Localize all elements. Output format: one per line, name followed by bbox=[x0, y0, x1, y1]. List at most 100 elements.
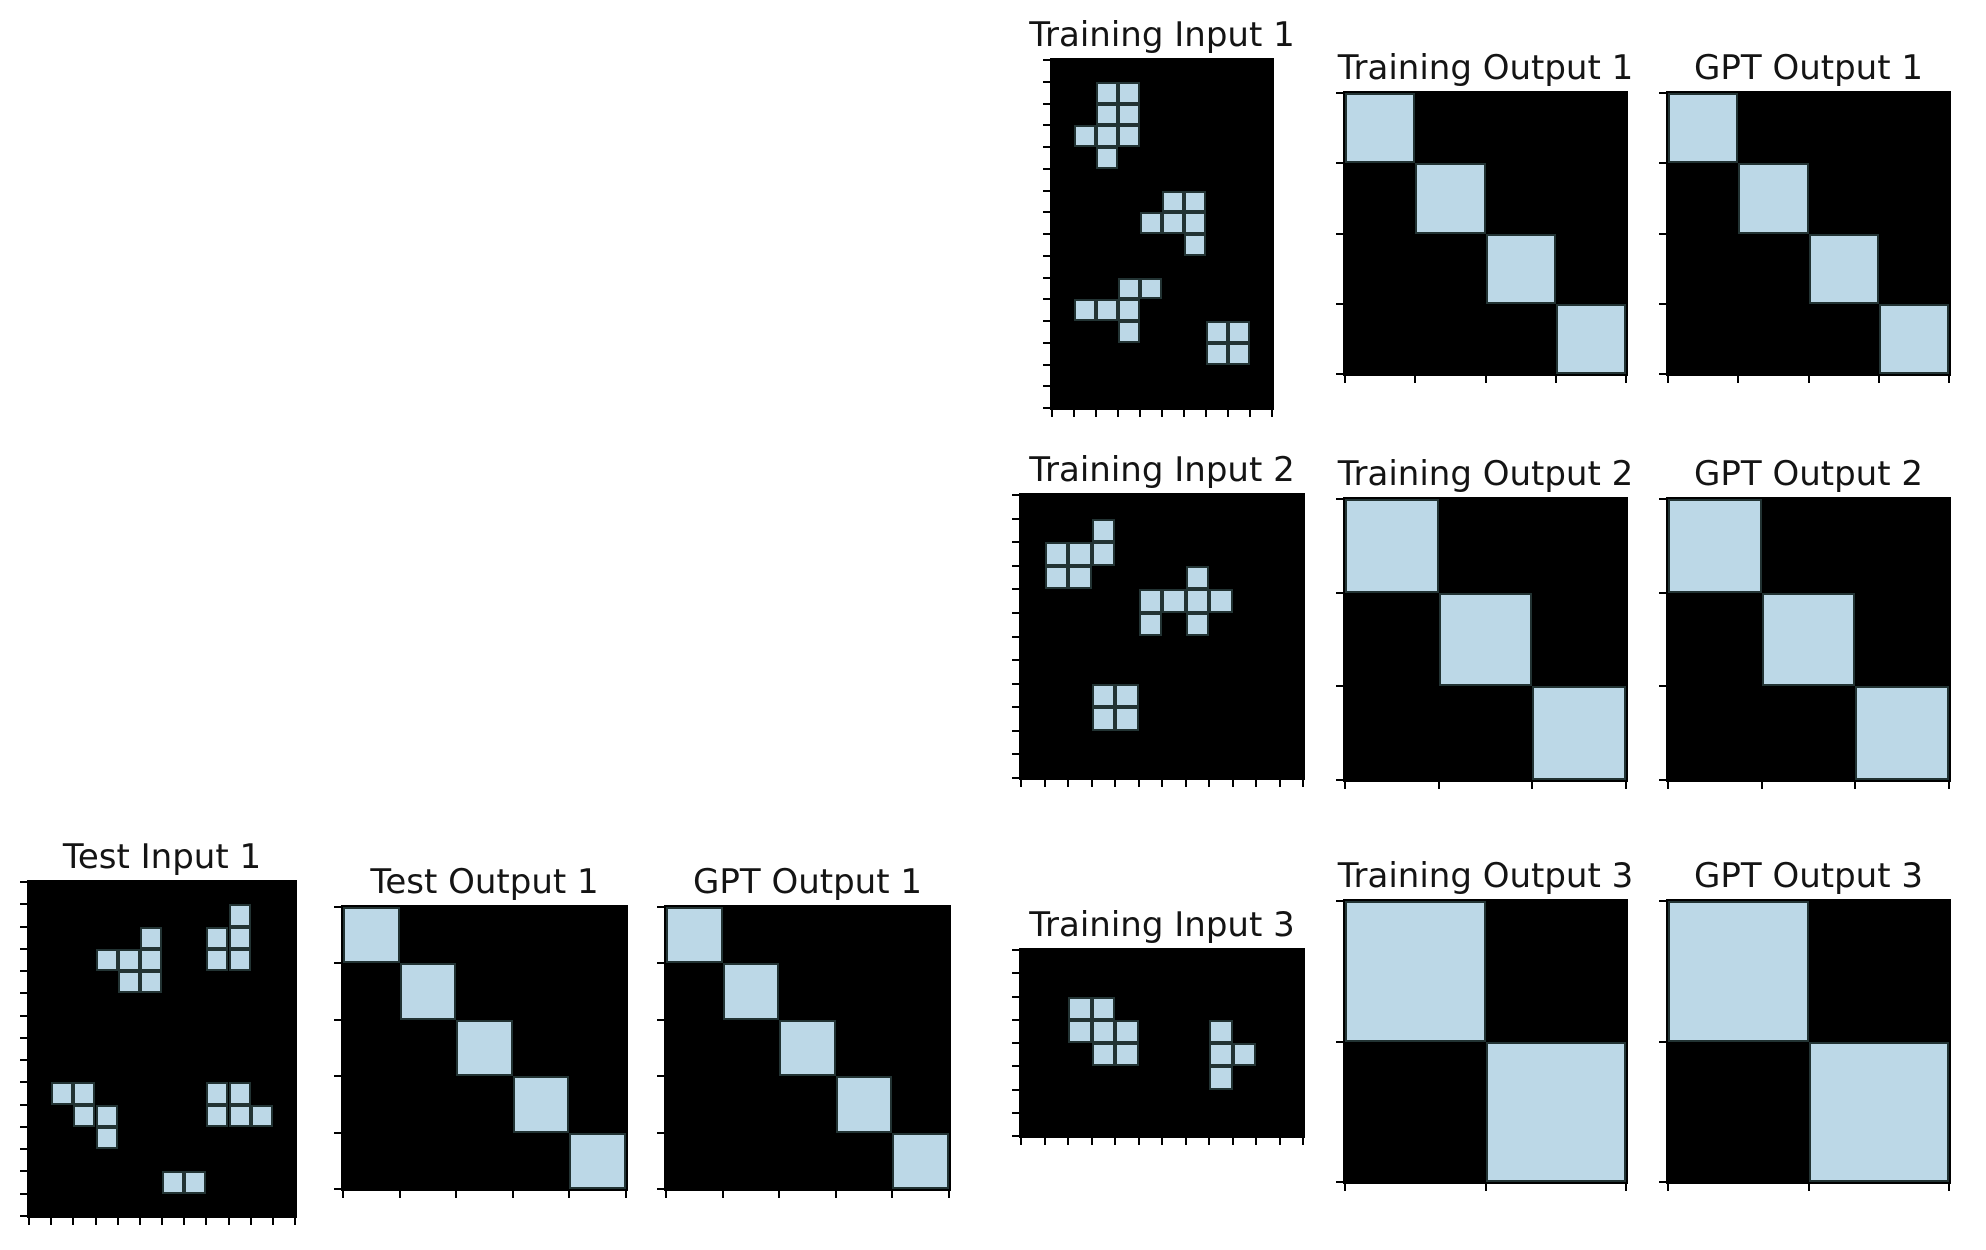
panel-training-output-3 bbox=[1336, 899, 1628, 1191]
training-input-2-cell-r4-c7 bbox=[1185, 589, 1209, 613]
gpt-output-1-top-tick-x4 bbox=[1948, 376, 1950, 383]
training-input-3-cell-r3-c3 bbox=[1091, 1019, 1115, 1043]
training-output-1-tick-x2 bbox=[1484, 376, 1487, 383]
test-input-1-tick-y8 bbox=[20, 1059, 27, 1062]
test-output-1-tick-x3 bbox=[511, 1191, 514, 1198]
gpt-output-3-cell-r1-c1 bbox=[1808, 1041, 1949, 1182]
training-input-1-tick-y11 bbox=[1043, 298, 1050, 301]
gpt-output-1-bottom-tick-y2 bbox=[657, 1018, 664, 1021]
training-input-1-tick-y13 bbox=[1043, 341, 1050, 344]
gpt-output-1-top-tick-x1 bbox=[1737, 376, 1740, 383]
training-input-2-cell-r2-c1 bbox=[1044, 542, 1068, 566]
training-input-2-tick-x12 bbox=[1302, 780, 1304, 787]
training-input-3-tick-x10 bbox=[1255, 1138, 1257, 1145]
training-input-3-tick-x5 bbox=[1137, 1138, 1140, 1145]
training-input-2-tick-y12 bbox=[1012, 777, 1019, 779]
test-input-1-tick-y2 bbox=[20, 925, 27, 928]
gpt-output-3-tick-y1 bbox=[1659, 1040, 1666, 1043]
training-input-1-cell-r12-c7 bbox=[1206, 321, 1228, 343]
test-input-1-tick-y15 bbox=[20, 1215, 27, 1217]
gpt-output-2-tick-y0 bbox=[1659, 498, 1666, 500]
training-input-3-tick-y4 bbox=[1012, 1042, 1019, 1044]
training-input-3-tick-y8 bbox=[1012, 1135, 1019, 1137]
training-input-3-cell-r3-c2 bbox=[1068, 1019, 1092, 1043]
test-output-1-tick-y1 bbox=[334, 962, 341, 965]
gpt-output-3-tick-x2 bbox=[1948, 1184, 1950, 1191]
training-output-3-title: Training Output 3 bbox=[1337, 856, 1634, 896]
training-output-1-tick-x0 bbox=[1344, 376, 1346, 383]
training-input-1-tick-x4 bbox=[1139, 410, 1141, 417]
test-input-1-tick-x4 bbox=[116, 1218, 119, 1225]
test-input-1-tick-y7 bbox=[20, 1036, 27, 1039]
training-input-2-cell-r3-c2 bbox=[1068, 565, 1092, 590]
training-input-1-tick-x1 bbox=[1073, 410, 1075, 417]
test-input-1-cell-r9-c2 bbox=[73, 1082, 96, 1105]
training-input-2-tick-y6 bbox=[1012, 635, 1019, 638]
training-input-1-cell-r12-c3 bbox=[1118, 321, 1140, 343]
gpt-output-1-top-cell-r3-c3 bbox=[1878, 303, 1949, 374]
training-input-2-tick-x9 bbox=[1231, 780, 1234, 787]
test-input-1-tick-x1 bbox=[50, 1218, 53, 1225]
test-input-1-cell-r10-c10 bbox=[250, 1104, 273, 1127]
test-input-1-tick-x12 bbox=[294, 1218, 296, 1225]
panel-training-input-3 bbox=[1012, 948, 1305, 1145]
test-input-1-tick-x7 bbox=[183, 1218, 186, 1225]
gpt-output-2-cell-r1-c1 bbox=[1761, 592, 1856, 687]
training-input-2-tick-y10 bbox=[1012, 729, 1019, 732]
training-input-1-tick-y15 bbox=[1043, 385, 1050, 388]
training-input-1-tick-y6 bbox=[1043, 189, 1050, 192]
training-output-3-tick-x2 bbox=[1625, 1184, 1627, 1191]
test-input-1-tick-y4 bbox=[20, 970, 27, 973]
training-input-3-tick-x11 bbox=[1278, 1138, 1281, 1145]
panel-test-output-1 bbox=[334, 905, 628, 1198]
gpt-output-1-bottom-tick-x0 bbox=[665, 1191, 667, 1198]
training-output-2-tick-x2 bbox=[1531, 782, 1534, 789]
test-input-1-title: Test Input 1 bbox=[62, 837, 262, 877]
training-input-2-cell-r5-c7 bbox=[1185, 612, 1209, 637]
gpt-output-1-top-tick-y3 bbox=[1659, 302, 1666, 305]
training-input-1-cell-r3-c1 bbox=[1074, 125, 1096, 147]
training-input-1-cell-r7-c4 bbox=[1140, 212, 1162, 234]
training-output-2-title: Training Output 2 bbox=[1337, 454, 1634, 494]
training-input-3-tick-y7 bbox=[1012, 1111, 1019, 1114]
training-input-1-cell-r13-c8 bbox=[1228, 342, 1250, 365]
gpt-output-2-tick-x2 bbox=[1854, 782, 1857, 789]
test-output-1-tick-y0 bbox=[334, 906, 341, 908]
training-input-1-tick-y9 bbox=[1043, 254, 1050, 257]
test-input-1-cell-r10-c2 bbox=[73, 1104, 96, 1127]
training-input-1-tick-x8 bbox=[1227, 410, 1229, 417]
test-input-1-tick-y13 bbox=[20, 1170, 27, 1173]
test-output-1-cell-r4-c4 bbox=[569, 1132, 626, 1189]
training-input-1-cell-r8-c6 bbox=[1184, 234, 1206, 256]
training-output-2-tick-x0 bbox=[1344, 782, 1346, 789]
gpt-output-1-bottom-title: GPT Output 1 bbox=[693, 862, 922, 902]
training-input-2-tick-x7 bbox=[1184, 780, 1187, 787]
test-input-1-cell-r4-c4 bbox=[117, 971, 140, 994]
gpt-output-1-top-cell-r1-c1 bbox=[1738, 163, 1809, 234]
training-input-2-tick-x6 bbox=[1161, 780, 1163, 787]
test-input-1-tick-y12 bbox=[20, 1148, 27, 1151]
training-input-1-tick-x9 bbox=[1249, 410, 1251, 417]
training-output-1-cell-r2-c2 bbox=[1485, 233, 1556, 304]
gpt-output-3-tick-y2 bbox=[1659, 1181, 1666, 1183]
test-output-1-tick-x2 bbox=[455, 1191, 458, 1198]
training-input-2-tick-y11 bbox=[1012, 753, 1019, 756]
training-input-1-cell-r12-c8 bbox=[1228, 321, 1250, 343]
test-output-1-cell-r3-c3 bbox=[512, 1076, 570, 1133]
training-output-2-cell-r2-c2 bbox=[1532, 686, 1626, 780]
training-input-3-tick-y3 bbox=[1012, 1018, 1019, 1021]
test-output-1-tick-y3 bbox=[334, 1075, 341, 1078]
test-input-1-grid bbox=[27, 880, 297, 1218]
gpt-output-1-bottom-tick-x3 bbox=[834, 1191, 837, 1198]
panel-training-input-1 bbox=[1043, 58, 1274, 417]
test-input-1-cell-r13-c7 bbox=[184, 1171, 207, 1194]
training-input-2-tick-y1 bbox=[1012, 517, 1019, 520]
test-output-1-cell-r1-c1 bbox=[399, 963, 457, 1020]
training-output-2-tick-y1 bbox=[1336, 591, 1343, 594]
training-input-2-tick-x2 bbox=[1067, 780, 1069, 787]
panel-gpt-output-1-bottom bbox=[657, 905, 951, 1198]
test-input-1-tick-y9 bbox=[20, 1081, 27, 1084]
training-input-3-tick-x8 bbox=[1208, 1138, 1210, 1145]
test-input-1-cell-r10-c8 bbox=[206, 1104, 229, 1127]
gpt-output-1-bottom-cell-r2-c2 bbox=[779, 1019, 836, 1077]
